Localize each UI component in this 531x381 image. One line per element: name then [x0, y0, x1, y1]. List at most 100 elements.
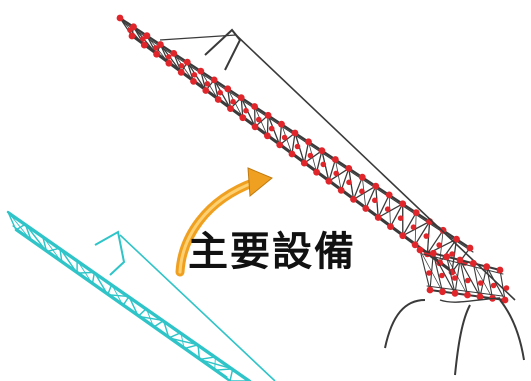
diagonal-member — [198, 358, 234, 370]
diagonal-member — [303, 150, 323, 164]
crane-boom-model-stress — [6, 210, 276, 381]
joint-node — [452, 275, 458, 281]
cross-member — [459, 259, 481, 298]
joint-node — [436, 242, 443, 248]
joint-node — [416, 246, 424, 254]
top-chord-back — [422, 253, 504, 275]
joint-node — [318, 147, 326, 155]
joint-node — [426, 286, 434, 294]
joint-node — [426, 270, 432, 276]
vertical-member — [340, 167, 350, 191]
joint-node — [384, 206, 391, 212]
joint-node — [503, 285, 510, 291]
cross-member — [486, 266, 506, 301]
joint-node — [477, 280, 484, 286]
joint-node — [464, 291, 471, 299]
joint-node — [251, 123, 259, 131]
joint-node — [313, 168, 320, 176]
joint-node — [332, 156, 339, 163]
joint-node — [372, 197, 378, 204]
stay-cable — [159, 34, 237, 41]
joint-node — [346, 179, 352, 186]
diagonal-member — [377, 203, 404, 219]
joint-node — [439, 288, 446, 296]
joint-node — [294, 143, 301, 150]
cross-member — [145, 308, 155, 328]
vertical-member — [419, 249, 431, 291]
joint-node — [466, 244, 474, 252]
joint-node — [143, 32, 151, 40]
vertical-member — [213, 368, 234, 371]
vertical-member — [365, 185, 377, 210]
support-leg — [454, 304, 471, 376]
arrow-head — [247, 167, 273, 197]
vertical-member — [377, 194, 390, 219]
cross-member — [111, 283, 124, 306]
joint-node — [374, 214, 382, 221]
vertical-member — [426, 229, 444, 255]
vertical-member — [168, 331, 182, 339]
joint-node — [453, 235, 460, 243]
joint-node — [281, 134, 288, 141]
joint-node — [483, 263, 491, 271]
joint-node — [451, 289, 459, 297]
arrow-highlight — [178, 180, 257, 274]
joint-node — [177, 68, 185, 76]
joint-node — [237, 94, 245, 101]
vertical-member — [432, 252, 444, 293]
vertical-member — [7, 211, 17, 231]
joint-node — [191, 72, 198, 78]
joint-node — [337, 186, 345, 194]
joint-node — [251, 103, 258, 110]
joint-node — [387, 223, 394, 231]
vertical-member — [459, 259, 469, 296]
joint-node — [217, 89, 223, 96]
joint-node — [157, 41, 164, 48]
vertical-member — [486, 266, 494, 299]
gantry-frame — [94, 230, 126, 276]
cross-member — [59, 247, 78, 274]
diagonal-member — [76, 271, 96, 274]
caption-main-equipment: 主要設備 — [188, 229, 356, 275]
vertical-member — [499, 269, 506, 301]
cross-member — [214, 356, 216, 371]
vertical-member — [198, 356, 217, 361]
vertical-member — [279, 123, 283, 146]
joint-node — [116, 14, 124, 22]
joint-node — [291, 129, 299, 137]
joint-node — [490, 282, 497, 289]
cross-member — [446, 256, 468, 296]
joint-node — [397, 215, 404, 221]
joint-node — [230, 98, 236, 105]
joint-node — [469, 259, 477, 267]
joint-node — [288, 150, 296, 158]
joint-node — [268, 125, 275, 132]
joint-node — [443, 253, 451, 261]
vertical-member — [146, 35, 158, 55]
vertical-member — [152, 319, 165, 328]
joint-node — [128, 32, 136, 40]
vertical-member — [266, 114, 269, 137]
joint-node — [325, 177, 333, 185]
cross-member — [163, 320, 170, 339]
joint-node — [429, 249, 437, 257]
vertical-member — [402, 211, 417, 237]
bottom-chord-back — [426, 285, 503, 297]
vertical-member — [24, 223, 33, 242]
cross-member — [24, 223, 48, 253]
joint-node — [350, 196, 357, 203]
joint-node — [358, 173, 366, 181]
joint-node — [214, 96, 222, 103]
crane-boom-model-with-joints — [116, 14, 525, 376]
vertical-member — [414, 220, 431, 246]
joint-node — [264, 132, 271, 140]
joint-node — [501, 296, 509, 304]
joint-node — [439, 272, 445, 279]
support-leg — [499, 299, 525, 361]
vertical-member — [291, 132, 296, 155]
vertical-member — [137, 307, 148, 318]
joint-node — [153, 50, 161, 58]
joint-node — [165, 59, 173, 67]
joint-node — [410, 224, 417, 230]
joint-node — [227, 105, 234, 112]
